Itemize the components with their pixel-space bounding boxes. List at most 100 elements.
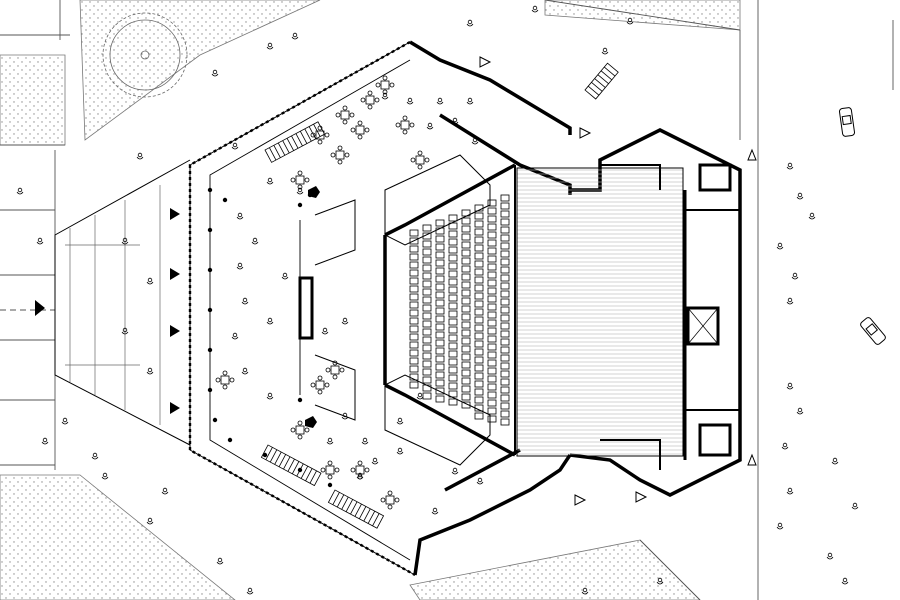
seat-row-icon xyxy=(448,294,458,302)
seat-row-icon xyxy=(461,385,471,393)
seat-row-icon xyxy=(461,401,471,409)
seat-row-icon xyxy=(435,291,445,299)
person-figure-icon xyxy=(796,192,804,200)
seat-row-icon xyxy=(461,361,471,369)
seat-row-icon xyxy=(448,302,458,310)
seat-row-icon xyxy=(435,331,445,339)
exit-markers xyxy=(479,56,757,506)
person-figure-icon xyxy=(41,437,49,445)
auditorium-seating xyxy=(409,194,510,426)
person-figure-icon xyxy=(121,327,129,335)
seat-row-icon xyxy=(487,367,497,375)
person-figure-icon xyxy=(161,487,169,495)
outer-facade xyxy=(188,40,416,577)
seat-row-icon xyxy=(500,266,510,274)
seat-row-icon xyxy=(474,380,484,388)
landscape-patch-southwest xyxy=(0,474,236,600)
seat-row-icon xyxy=(448,254,458,262)
person-figure-icon xyxy=(796,407,804,415)
seat-row-icon xyxy=(435,259,445,267)
seat-row-icon xyxy=(500,394,510,402)
person-figure-icon xyxy=(416,392,424,400)
person-figure-icon xyxy=(231,332,239,340)
table-with-chairs-icon xyxy=(330,145,350,165)
seat-row-icon xyxy=(461,321,471,329)
person-figure-icon xyxy=(341,412,349,420)
seat-row-icon xyxy=(500,314,510,322)
person-figure-icon xyxy=(36,237,44,245)
seat-row-icon xyxy=(422,272,432,280)
seat-row-icon xyxy=(448,318,458,326)
stage-lift xyxy=(686,306,720,346)
seat-row-icon xyxy=(474,332,484,340)
seat-row-icon xyxy=(448,350,458,358)
person-figure-icon xyxy=(236,262,244,270)
seat-row-icon xyxy=(448,334,458,342)
seat-row-icon xyxy=(448,390,458,398)
seat-row-icon xyxy=(461,369,471,377)
seat-row-icon xyxy=(422,328,432,336)
table-with-chairs-icon xyxy=(320,460,340,480)
seat-row-icon xyxy=(461,249,471,257)
seat-row-icon xyxy=(422,248,432,256)
seat-row-icon xyxy=(448,222,458,230)
entrance-triangle-icon xyxy=(747,453,757,466)
seat-row-icon xyxy=(487,279,497,287)
seat-row-icon xyxy=(500,322,510,330)
seat-row-icon xyxy=(448,374,458,382)
seat-row-icon xyxy=(487,335,497,343)
seat-row-icon xyxy=(500,402,510,410)
seat-row-icon xyxy=(422,344,432,352)
seat-row-icon xyxy=(422,256,432,264)
seat-row-icon xyxy=(487,359,497,367)
table-with-chairs-icon xyxy=(380,490,400,510)
person-figure-icon xyxy=(786,382,794,390)
person-figure-icon xyxy=(321,327,329,335)
seat-row-icon xyxy=(435,339,445,347)
person-figure-icon xyxy=(531,5,539,13)
people xyxy=(16,5,859,595)
person-figure-icon xyxy=(101,472,109,480)
foyer-inner-line xyxy=(209,59,411,561)
seat-row-icon xyxy=(487,311,497,319)
person-figure-icon xyxy=(211,69,219,77)
person-figure-icon xyxy=(626,17,634,25)
seat-row-icon xyxy=(500,194,510,202)
seat-row-icon xyxy=(500,250,510,258)
seat-row-icon xyxy=(448,214,458,222)
entrance-markers xyxy=(170,208,180,414)
person-figure-icon xyxy=(216,557,224,565)
seat-row-icon xyxy=(487,215,497,223)
seat-row-icon xyxy=(409,253,419,261)
seat-row-icon xyxy=(409,261,419,269)
seat-row-icon xyxy=(461,217,471,225)
seat-row-icon xyxy=(435,275,445,283)
seat-row-icon xyxy=(500,418,510,426)
landscape-patch-south xyxy=(409,539,701,600)
table-with-chairs-icon xyxy=(310,125,330,145)
person-figure-icon xyxy=(431,507,439,515)
table-with-chairs-icon xyxy=(360,90,380,110)
seat-row-icon xyxy=(435,315,445,323)
person-figure-icon xyxy=(396,417,404,425)
seat-row-icon xyxy=(500,202,510,210)
seat-row-icon xyxy=(422,280,432,288)
person-figure-icon xyxy=(396,447,404,455)
seat-row-icon xyxy=(474,276,484,284)
seat-row-icon xyxy=(500,210,510,218)
seat-row-icon xyxy=(435,251,445,259)
person-figure-icon xyxy=(841,577,849,585)
person-figure-icon xyxy=(786,162,794,170)
foyer-furniture xyxy=(215,75,430,510)
person-figure-icon xyxy=(451,467,459,475)
person-figure-icon xyxy=(786,297,794,305)
seat-row-icon xyxy=(461,393,471,401)
seat-row-icon xyxy=(409,333,419,341)
seat-row-icon xyxy=(422,264,432,272)
person-figure-icon xyxy=(451,117,459,125)
seat-row-icon xyxy=(409,381,419,389)
person-figure-icon xyxy=(146,367,154,375)
person-figure-icon xyxy=(776,522,784,530)
seat-row-icon xyxy=(448,366,458,374)
